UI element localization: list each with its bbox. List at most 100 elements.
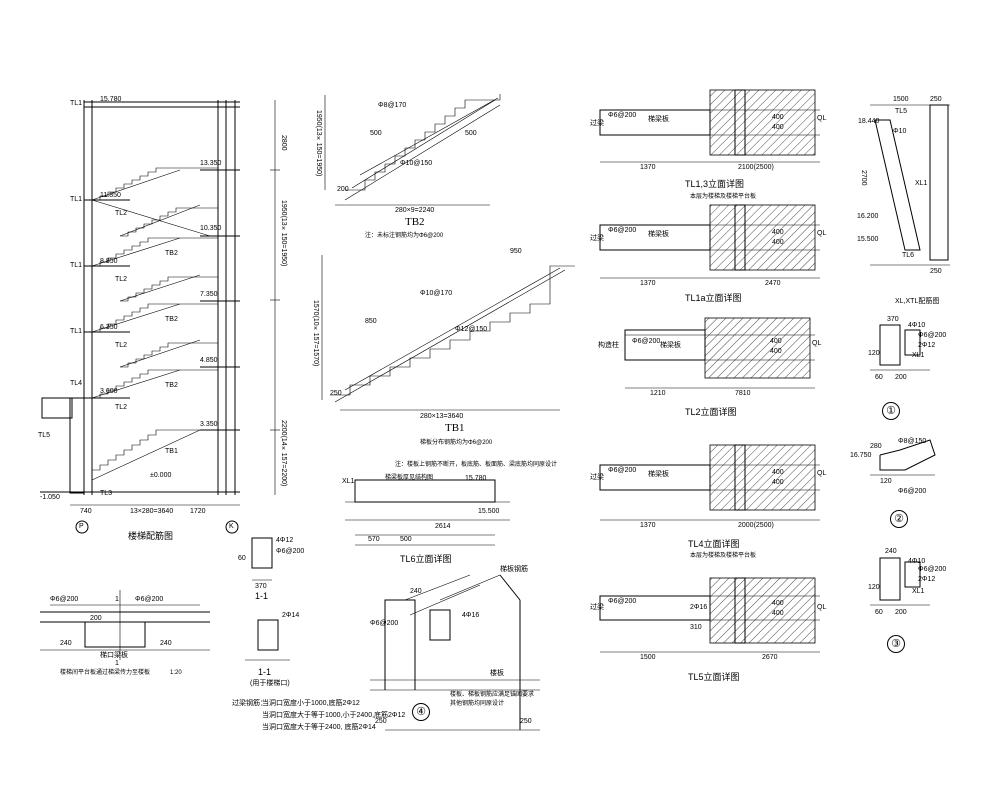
dim-right-top: 2800 [280, 135, 287, 151]
elevation-6: 6.350 [100, 324, 118, 331]
tb2-dim-vert: 1950(13×150=1950) [315, 110, 322, 177]
tb1-dim-horz: 280×13=3640 [420, 413, 464, 420]
elevation-5: 7.350 [200, 291, 218, 298]
detail4-label-floor: 楼板 [490, 670, 504, 677]
detail4-circle: ④ [412, 703, 430, 721]
dim-right-bottom: 2200(14×157=2200) [280, 420, 287, 487]
detail4-note-1: 楼板、梯板钢筋应满足锚固要求 [450, 692, 535, 698]
detail4-drawing [370, 574, 540, 731]
notes-line-1: 当洞口宽度小于1000,底筋2Φ12 [262, 700, 360, 707]
detail2-bar-2: Φ6@200 [898, 488, 927, 495]
tl4-ql: QL [817, 470, 827, 477]
detail1-drawing [870, 324, 930, 371]
detail3-bar-3: 2Φ12 [918, 576, 936, 583]
dim-right-stack: 1950(13×150=1950) [280, 200, 287, 267]
tl5-caption: TL5立面详图 [688, 672, 740, 682]
tl6-detail-drawing [870, 104, 950, 266]
tl2-drawing [624, 317, 815, 389]
tb1-bottom-bar: Φ12@150 [455, 326, 488, 333]
stair-label-6: TL5 [38, 432, 51, 439]
plate-bar-right: Φ6@200 [135, 596, 164, 603]
tl6-elev-2: 15.500 [478, 508, 500, 515]
tl2-dim-400a: 400 [770, 338, 782, 345]
tl4-bar: Φ6@200 [608, 467, 637, 474]
tl6d-elev-3: 15.500 [857, 236, 879, 243]
tb2-dim-b: 500 [465, 130, 477, 137]
tl4-sub: 本层为楼梯及楼梯平台板 [690, 553, 757, 559]
tl6-caption: TL6立面详图 [400, 554, 452, 564]
tl4-drawing [599, 444, 820, 521]
tl6-dim-2: 570 [368, 536, 380, 543]
tl6-plate-label: 梯梁板厚见结构图 [385, 475, 434, 481]
stair-label-12: TB2 [165, 250, 178, 257]
tl13-caption: TL1,3立面详图 [685, 179, 745, 189]
tl6d-label-tl: TL5 [895, 108, 908, 115]
tl6-dim-1: 2614 [435, 523, 451, 530]
detail3-label: XL1 [912, 588, 925, 595]
tl6-note: 注：楼板上钢筋不断开，板底筋、板面筋、梁底筋均同原设计 [395, 462, 558, 468]
detail1-circle: ① [882, 402, 900, 420]
notes-line-2: 当洞口宽度大于等于1000,小于2400,底筋2Φ12 [262, 712, 406, 719]
tl5-ql: QL [817, 604, 827, 611]
plate-dim-left: 240 [60, 640, 72, 647]
tb1-title: TB1 [445, 422, 465, 434]
tl5-bar-2: 2Φ16 [690, 604, 708, 611]
tl13-drawing [599, 89, 820, 163]
stair-label-8: TL3 [100, 490, 113, 497]
tl13-label-beam: 梯梁板 [648, 116, 669, 123]
tl5-dim-left: 1500 [640, 654, 656, 661]
tl6-elev-1: 15.780 [465, 475, 487, 482]
tl2-label-beam: 梯梁板 [660, 342, 681, 349]
beam-section-drawing [245, 537, 290, 661]
stair-label-9: TL2 [115, 276, 128, 283]
tl2-caption: TL2立面详图 [685, 407, 737, 417]
detail3-drawing [870, 557, 930, 606]
stair-label-3: TL1 [70, 262, 83, 269]
detail3-bar-1: 4Φ10 [908, 558, 926, 565]
tl4-dim-left: 1370 [640, 522, 656, 529]
dim-bottom-right: 1720 [190, 508, 206, 515]
stair-label-1: TL1 [70, 100, 83, 107]
plate-dim-mid: 200 [90, 615, 102, 622]
stair-label-4: TL1 [70, 328, 83, 335]
tl2-dim-total: 7810 [735, 390, 751, 397]
tl2-ql: QL [812, 340, 822, 347]
detail3-dim-top: 240 [885, 548, 897, 555]
elevation-11: -1.050 [40, 494, 60, 501]
tb2-title: TB2 [405, 216, 425, 228]
tl4-label-beam: 梯梁板 [648, 471, 669, 478]
tl6d-bar: Φ10 [893, 128, 907, 135]
tl6-xl-label: XL1 [342, 478, 355, 485]
tl6d-elev-1: 18.440 [858, 118, 880, 125]
beam-dim-h: 60 [238, 555, 246, 562]
stair-label-2: TL1 [70, 196, 83, 203]
tb2-dim-a: 500 [370, 130, 382, 137]
tl1a-dim-400b: 400 [772, 239, 784, 246]
detail1-bar-1: 4Φ10 [908, 322, 926, 329]
tl2-dim-400b: 400 [770, 348, 782, 355]
detail3-dim-c: 60 [875, 609, 883, 616]
plate-label-2: 1 [115, 660, 119, 667]
stair-label-5: TL4 [70, 380, 83, 387]
detail3-dim-a: 120 [868, 584, 880, 591]
detail2-dim-b: 120 [880, 478, 892, 485]
detail4-dim-a: 240 [410, 588, 422, 595]
detail4-dim-c: 250 [520, 718, 532, 725]
tl4-label-left: 过梁 [590, 474, 604, 481]
tl6d-label-tl2: TL6 [902, 252, 915, 259]
dim-bottom-mid: 13×280=3640 [130, 508, 174, 515]
tl2-label-left: 构造柱 [598, 342, 619, 349]
detail1-bar-3: 2Φ12 [918, 342, 936, 349]
tb2-top-bar: Φ8@170 [378, 102, 407, 109]
tl2-bar: Φ6@200 [632, 338, 661, 345]
tl4-caption: TL4立面详图 [688, 539, 740, 549]
tl5-drawing [599, 577, 820, 653]
tl1a-label-beam: 梯梁板 [648, 231, 669, 238]
detail1-bar-2: Φ6@200 [918, 332, 947, 339]
tl5-dim-310: 310 [690, 624, 702, 631]
plate-caption: 楼梯间平台板通过梯梁传力至楼板 [60, 670, 151, 676]
beam-section-title-2: 1-1 [258, 667, 272, 677]
plate-section-drawing [40, 590, 210, 660]
detail3-dim-b: 200 [895, 609, 907, 616]
